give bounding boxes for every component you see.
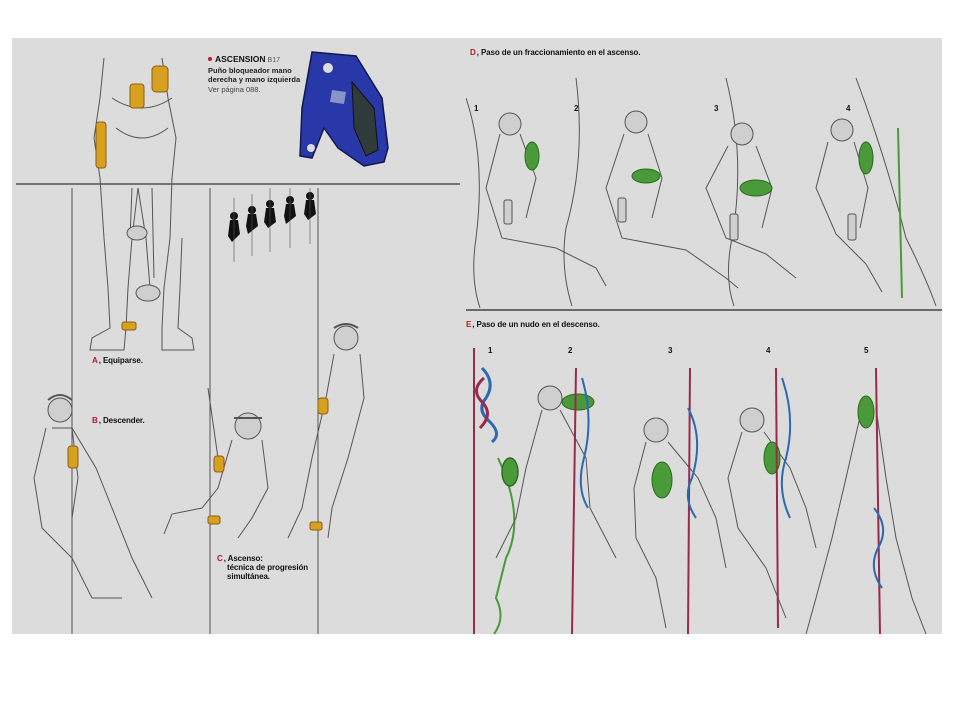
label-b-text: Descender. <box>102 416 145 425</box>
label-a-letter: A <box>92 356 98 365</box>
label-c-line2: técnica de progresión <box>227 563 309 572</box>
right-page: D, Paso de un fraccionamiento en el asce… <box>466 38 942 634</box>
label-e-separator: , <box>472 320 475 329</box>
label-c-text: Ascenso: <box>227 554 263 563</box>
d-step-number: 3 <box>714 104 719 113</box>
label-d: D, Paso de un fraccionamiento en el asce… <box>470 48 641 57</box>
e-step-number: 2 <box>568 346 573 355</box>
figure-ascenso-2 <box>287 323 365 539</box>
label-c: C, Ascenso: técnica de progresión simult… <box>217 554 308 581</box>
label-d-separator: , <box>476 48 479 57</box>
product-reference: Ver página 088. <box>208 84 261 94</box>
label-c-separator: , <box>223 554 226 563</box>
product-description: Puño bloqueador mano derecha y mano izqu… <box>208 65 301 85</box>
product-name: ASCENSION <box>215 54 266 64</box>
label-d-text: Paso de un fraccionamiento en el ascenso… <box>480 48 641 57</box>
figure-descender <box>33 394 153 599</box>
e-step-number: 5 <box>864 346 869 355</box>
left-page-illustrations <box>16 51 460 634</box>
label-a-separator: , <box>98 356 101 365</box>
d-step-number: 4 <box>846 104 851 113</box>
silhouette-sequence <box>228 188 316 262</box>
label-d-letter: D <box>470 48 476 57</box>
figure-equiparse <box>89 57 195 351</box>
figure-ascenso-1 <box>163 387 269 539</box>
label-c-letter: C <box>217 554 223 563</box>
d-figures <box>466 77 937 309</box>
e-step-number: 1 <box>488 346 493 355</box>
e-figures <box>473 348 927 634</box>
label-a: A, Equiparse. <box>92 356 143 365</box>
label-a-text: Equiparse. <box>102 356 143 365</box>
product-code: B17 <box>267 57 281 64</box>
label-b: B, Descender. <box>92 416 145 425</box>
e-step-number: 4 <box>766 346 771 355</box>
d-step-number: 2 <box>574 104 579 113</box>
label-e-letter: E <box>466 320 472 329</box>
label-e: E, Paso de un nudo en el descenso. <box>466 320 600 329</box>
bullet-icon <box>208 57 212 61</box>
e-step-number: 3 <box>668 346 673 355</box>
label-e-text: Paso de un nudo en el descenso. <box>476 320 600 329</box>
d-step-number: 1 <box>474 104 479 113</box>
ascension-device <box>299 51 389 167</box>
right-page-illustrations <box>466 77 942 634</box>
label-b-letter: B <box>92 416 98 425</box>
label-b-separator: , <box>98 416 101 425</box>
label-c-line3: simultánea. <box>227 572 270 581</box>
